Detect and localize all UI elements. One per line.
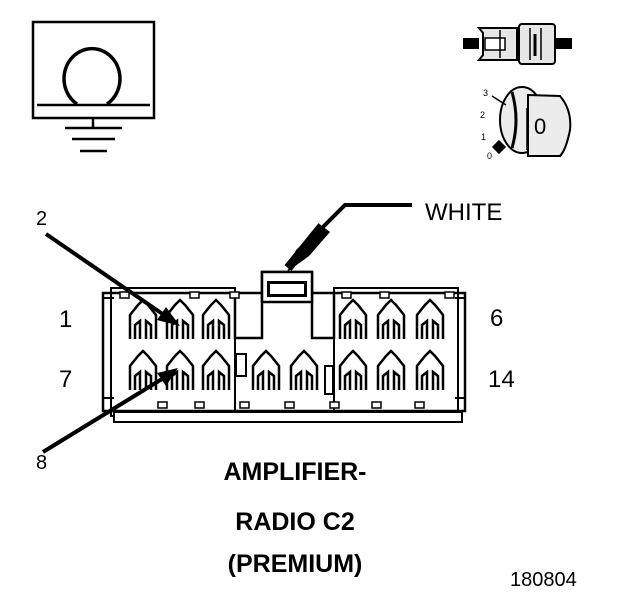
terminal-cavity-bottom-8 xyxy=(415,349,445,390)
connector-title-line-3: (PREMIUM) xyxy=(227,550,363,578)
terminal-cavity-bottom-4 xyxy=(251,349,281,390)
terminal-cavity-top-3 xyxy=(201,298,231,339)
connector-plug-icon xyxy=(463,23,572,65)
ignition-position-0: 0 xyxy=(487,151,493,161)
connector-color-label: WHITE xyxy=(425,199,503,226)
figure-number: 180804 xyxy=(510,569,577,591)
terminal-cavity-bottom-5 xyxy=(289,349,319,390)
terminal-cavity-bottom-6 xyxy=(338,349,368,390)
terminal-cavity-bottom-7 xyxy=(376,349,406,390)
housing-tab xyxy=(414,401,425,409)
terminal-cavity-bottom-1 xyxy=(128,349,158,390)
ignition-position-1: 1 xyxy=(481,132,487,142)
housing-tab xyxy=(379,291,390,299)
pin-2-callout-arrow xyxy=(44,232,180,326)
housing-tab xyxy=(284,401,295,409)
housing-tab xyxy=(329,401,340,409)
housing-tab xyxy=(194,401,205,409)
pin-14-label: 14 xyxy=(488,366,515,393)
connector-title-line-1: AMPLIFIER- xyxy=(223,458,367,486)
pin-1-label: 1 xyxy=(59,306,73,333)
pin-8-label: 8 xyxy=(36,452,48,474)
terminal-cavity-bottom-3 xyxy=(201,349,231,390)
housing-tab xyxy=(341,291,352,299)
housing-tab xyxy=(189,291,200,299)
housing-tab xyxy=(444,291,455,299)
housing-tab xyxy=(119,291,130,299)
terminal-cavity-bottom-2 xyxy=(165,349,195,390)
ground-ohm-symbol-icon xyxy=(31,20,156,153)
ignition-position-3: 3 xyxy=(483,88,489,98)
pin-8-callout-arrow xyxy=(41,368,178,454)
connector-title-line-2: RADIO C2 xyxy=(235,508,355,536)
terminal-cavity-top-6 xyxy=(415,298,445,339)
pin-2-label: 2 xyxy=(36,208,48,230)
pin-7-label: 7 xyxy=(59,366,73,393)
pin-6-label: 6 xyxy=(490,305,504,332)
housing-tab xyxy=(229,291,240,299)
ignition-key-switch-icon xyxy=(491,86,572,157)
housing-tab xyxy=(239,401,250,409)
housing-tab xyxy=(157,401,168,409)
housing-tab xyxy=(371,401,382,409)
ignition-position-2: 2 xyxy=(480,110,486,120)
color-callout-arrow xyxy=(284,203,412,272)
terminal-cavity-top-4 xyxy=(338,298,368,339)
terminal-cavity-top-5 xyxy=(376,298,406,339)
ignition-key-label: 0 xyxy=(534,114,547,139)
connector-body xyxy=(101,270,467,423)
terminal-cavities xyxy=(119,291,455,409)
